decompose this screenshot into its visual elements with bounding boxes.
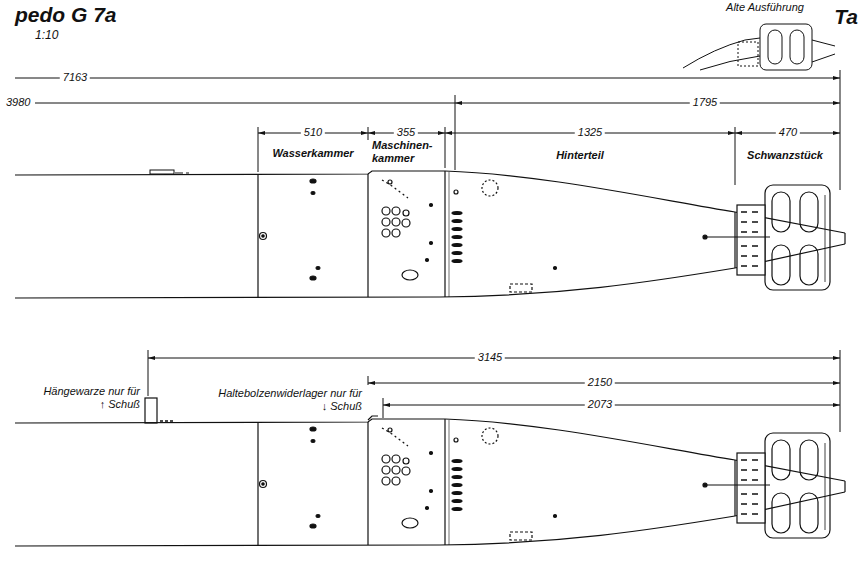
section-name: Maschinen- kammer [372, 139, 442, 165]
drawing-title: pedo G 7a [15, 2, 117, 27]
scale-note: 1:10 [35, 28, 58, 42]
dimension: 1325 [575, 126, 605, 139]
dimension: 2150 [585, 376, 615, 389]
page-marker: Ta [834, 4, 858, 29]
dimension: 355 [394, 126, 418, 139]
dimension: 7163 [60, 71, 90, 84]
section-name: Wasserkammer [272, 147, 353, 160]
section-name: Hinterteil [556, 149, 604, 162]
fitting-note: Hängewarze nur für ↑ Schuß [40, 385, 140, 411]
fitting-note: Haltebolzenwiderlager nur für ↓ Schuß [212, 387, 362, 413]
dimension: 510 [301, 126, 325, 139]
dimension: 2073 [585, 398, 615, 411]
dimension: 3145 [475, 351, 505, 364]
section-name: Schwanzstück [747, 149, 823, 162]
inset-caption: Alte Ausführung [726, 1, 804, 14]
dimension: 3980 [3, 96, 33, 109]
dimension: 1795 [690, 96, 720, 109]
dimension: 470 [776, 126, 800, 139]
